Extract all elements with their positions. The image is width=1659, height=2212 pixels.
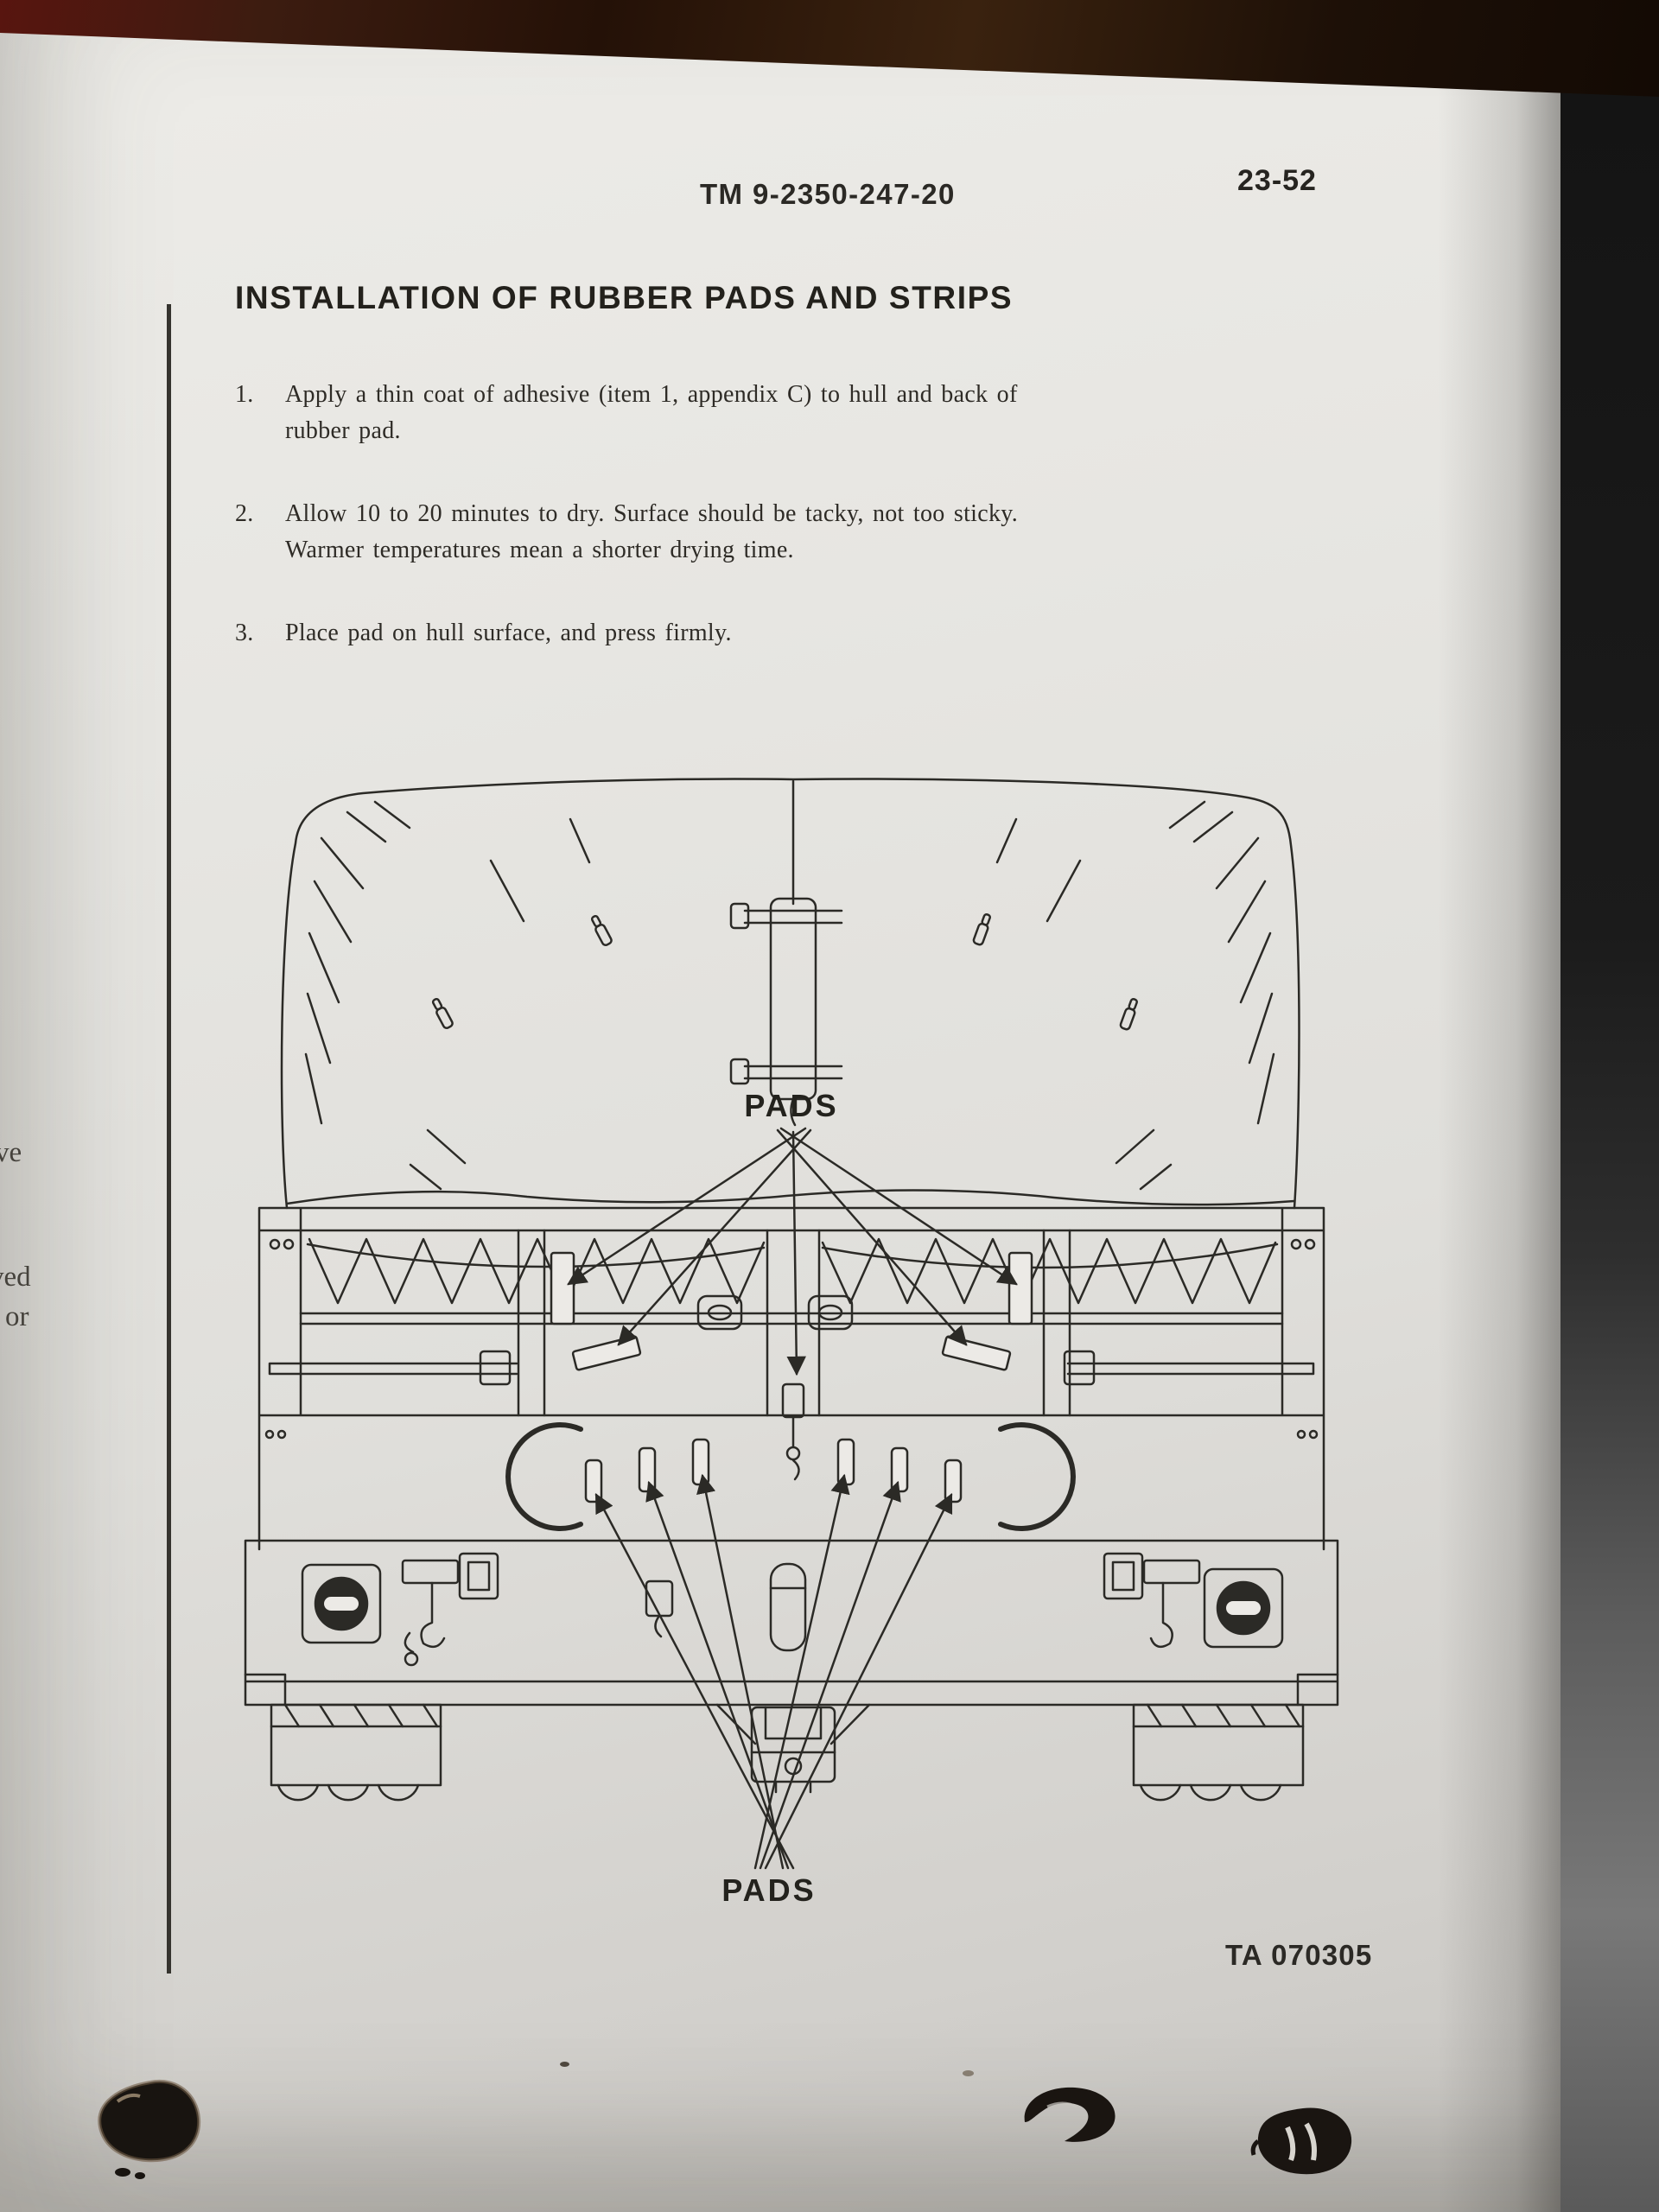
pintle-cylinder [769, 1562, 807, 1652]
lifting-eye-icon [1203, 1567, 1284, 1649]
page-number: 23-52 [1237, 164, 1317, 197]
step-text: Place pad on hull surface, and press fir… [285, 620, 732, 646]
center-latch [781, 1382, 805, 1481]
rubber-pad [691, 1438, 710, 1486]
rubber-pad [550, 1251, 575, 1325]
shackle [645, 1580, 674, 1638]
canvas-tarp [280, 778, 1300, 1210]
step-2: 2. Allow 10 to 20 minutes to dry. Surfac… [235, 496, 1065, 569]
latch-plate [696, 1294, 743, 1331]
tarp-hook-icon [590, 914, 613, 947]
pads-label-bottom: PADS [721, 1872, 816, 1908]
rubber-pad [584, 1459, 603, 1503]
tarp-hook-icon [972, 913, 991, 946]
tailgate [257, 1206, 1325, 1551]
step-1: 1. Apply a thin coat of adhesive (item 1… [235, 377, 1065, 449]
ink-smudge [1250, 2107, 1352, 2175]
taillight-bracket [1103, 1552, 1201, 1649]
rubber-strip [941, 1335, 1012, 1371]
tarp-hook-icon [1119, 998, 1138, 1031]
step-number: 1. [235, 381, 254, 408]
rubber-pad [836, 1438, 855, 1486]
rubber-pad [638, 1446, 657, 1493]
vehicle-rear-diagram: PADS PADS [244, 778, 1339, 1908]
rubber-pad [890, 1446, 909, 1493]
tarp-hook-icon [431, 997, 454, 1030]
pads-arrows-top [567, 1127, 1018, 1376]
left-track [270, 1703, 442, 1802]
lifting-eye-icon [301, 1563, 382, 1644]
dust-speck [963, 2070, 974, 2076]
bumper [244, 1539, 1339, 1707]
pads-arrows-bottom [594, 1473, 953, 1870]
table-shadow [1560, 83, 1659, 2212]
edge-text-fragment: ved [0, 1262, 31, 1293]
section-heading: INSTALLATION OF RUBBER PADS AND STRIPS [235, 280, 1014, 315]
rubber-pad [944, 1459, 963, 1503]
ink-smudge [98, 2079, 201, 2179]
change-bar [167, 304, 171, 1974]
step-text: Allow 10 to 20 minutes to dry. Surface s… [285, 500, 1019, 563]
rubber-strip [571, 1335, 642, 1371]
edge-text-fragment: or [5, 1301, 29, 1332]
tm-number: TM 9-2350-247-20 [700, 178, 956, 210]
edge-text-fragment: ve [0, 1137, 22, 1168]
pads-label-top: PADS [744, 1088, 838, 1123]
step-number: 2. [235, 500, 254, 527]
right-track [1132, 1703, 1305, 1802]
figure-id: TA 070305 [1225, 1939, 1373, 1971]
taillight-bracket [401, 1552, 499, 1667]
step-3: 3. Place pad on hull surface, and press … [235, 615, 1065, 652]
rope-lacing [306, 1237, 1279, 1305]
lower-hull [264, 1422, 1319, 1531]
dust-speck [560, 2062, 569, 2067]
tarp-strap [729, 897, 843, 1127]
paper-edge-shadow [1438, 0, 1560, 2212]
ink-smudge [1024, 2087, 1116, 2142]
step-text: Apply a thin coat of adhesive (item 1, a… [285, 381, 1018, 444]
procedure-steps: 1. Apply a thin coat of adhesive (item 1… [235, 377, 1065, 698]
step-number: 3. [235, 620, 254, 646]
rubber-pad [1007, 1251, 1033, 1325]
latch-plate [807, 1294, 854, 1331]
